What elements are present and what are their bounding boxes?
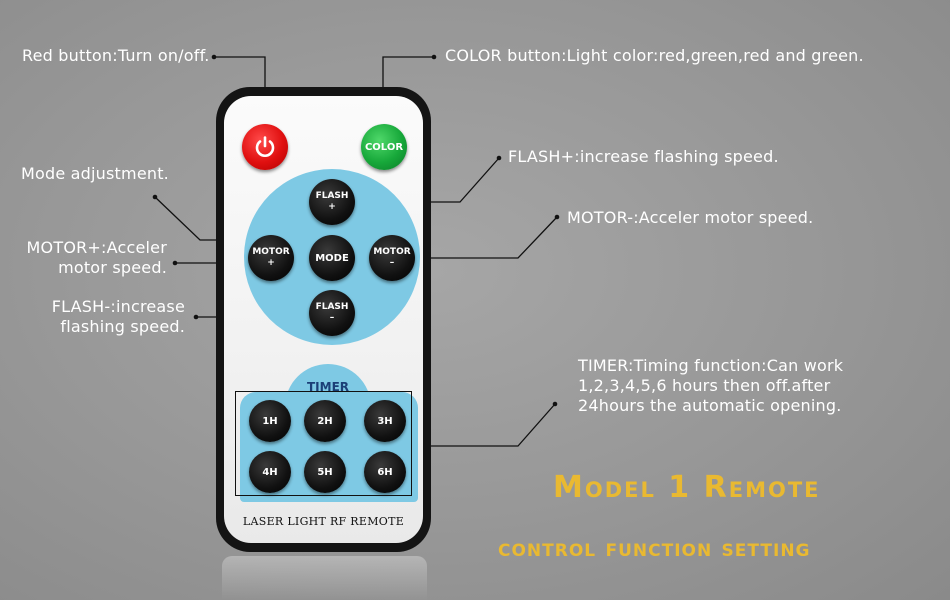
remote-face: COLOR FLASH+ MOTOR+ MODE MOTOR– FLASH– T…	[224, 96, 423, 543]
flash-minus-text: FLASH	[315, 302, 349, 312]
mode-button-label: MODE	[315, 252, 349, 264]
label-color-button: COLOR button:Light color:red,green,red a…	[445, 46, 864, 65]
label-timer-line1: TIMER:Timing function:Can work	[578, 356, 844, 375]
main-title: Model 1 Remote	[553, 470, 821, 505]
dot-motor-minus	[554, 214, 560, 220]
motor-plus-sign: +	[267, 258, 275, 268]
label-flash-plus: FLASH+:increase flashing speed.	[508, 147, 779, 166]
timer-3h-label: 3H	[377, 415, 393, 427]
label-red-button: Red button:Turn on/off.	[22, 46, 210, 65]
timer-5h-label: 5H	[317, 466, 333, 478]
timer-6h-button[interactable]: 6H	[364, 451, 406, 493]
sub-title: control function setting	[498, 534, 811, 562]
dot-mode	[152, 194, 158, 200]
line-timer	[412, 403, 556, 447]
label-flash-minus-line1: FLASH-:increase	[51, 297, 185, 316]
flash-minus-sign: –	[329, 313, 335, 323]
timer-highlight-box	[235, 391, 412, 496]
flash-plus-sign: +	[328, 202, 336, 212]
label-timer: TIMER:Timing function:Can work 1,2,3,4,5…	[578, 356, 843, 416]
timer-4h-button[interactable]: 4H	[249, 451, 291, 493]
label-motor-plus: MOTOR+:Acceler motor speed.	[20, 238, 167, 278]
remote-footer-text: LASER LIGHT RF REMOTE	[242, 515, 405, 528]
power-button[interactable]	[242, 124, 288, 170]
timer-5h-button[interactable]: 5H	[304, 451, 346, 493]
remote-control: COLOR FLASH+ MOTOR+ MODE MOTOR– FLASH– T…	[216, 87, 431, 552]
motor-minus-button[interactable]: MOTOR–	[369, 235, 415, 281]
timer-2h-label: 2H	[317, 415, 333, 427]
label-motor-minus: MOTOR-:Acceler motor speed.	[567, 208, 814, 227]
label-timer-line3: 24hours the automatic opening.	[578, 396, 842, 415]
timer-4h-label: 4H	[262, 466, 278, 478]
dot-timer	[552, 401, 558, 407]
dot-motor-plus	[172, 260, 178, 266]
mode-button[interactable]: MODE	[309, 235, 355, 281]
label-flash-minus: FLASH-:increase flashing speed.	[20, 297, 185, 337]
flash-plus-button[interactable]: FLASH+	[309, 179, 355, 225]
flash-minus-button[interactable]: FLASH–	[309, 290, 355, 336]
dot-red	[211, 54, 217, 60]
label-mode: Mode adjustment.	[21, 164, 169, 183]
timer-1h-button[interactable]: 1H	[249, 400, 291, 442]
dot-color	[431, 54, 437, 60]
timer-1h-label: 1H	[262, 415, 278, 427]
timer-3h-button[interactable]: 3H	[364, 400, 406, 442]
power-icon	[255, 136, 275, 157]
color-button-label: COLOR	[364, 141, 404, 153]
label-motor-plus-line2: motor speed.	[58, 258, 167, 277]
label-timer-line2: 1,2,3,4,5,6 hours then off.after	[578, 376, 831, 395]
remote-reflection	[222, 556, 427, 600]
flash-plus-text: FLASH	[315, 191, 349, 201]
motor-plus-text: MOTOR	[252, 247, 290, 257]
timer-6h-label: 6H	[377, 466, 393, 478]
label-flash-minus-line2: flashing speed.	[60, 317, 185, 336]
label-motor-plus-line1: MOTOR+:Acceler	[26, 238, 167, 257]
timer-title: TIMER	[306, 380, 350, 394]
motor-minus-text: MOTOR	[373, 247, 411, 257]
color-button[interactable]: COLOR	[361, 124, 407, 170]
dot-flash-plus	[496, 155, 502, 161]
dot-flash-minus	[193, 314, 199, 320]
motor-minus-sign: –	[389, 258, 395, 268]
motor-plus-button[interactable]: MOTOR+	[248, 235, 294, 281]
timer-2h-button[interactable]: 2H	[304, 400, 346, 442]
